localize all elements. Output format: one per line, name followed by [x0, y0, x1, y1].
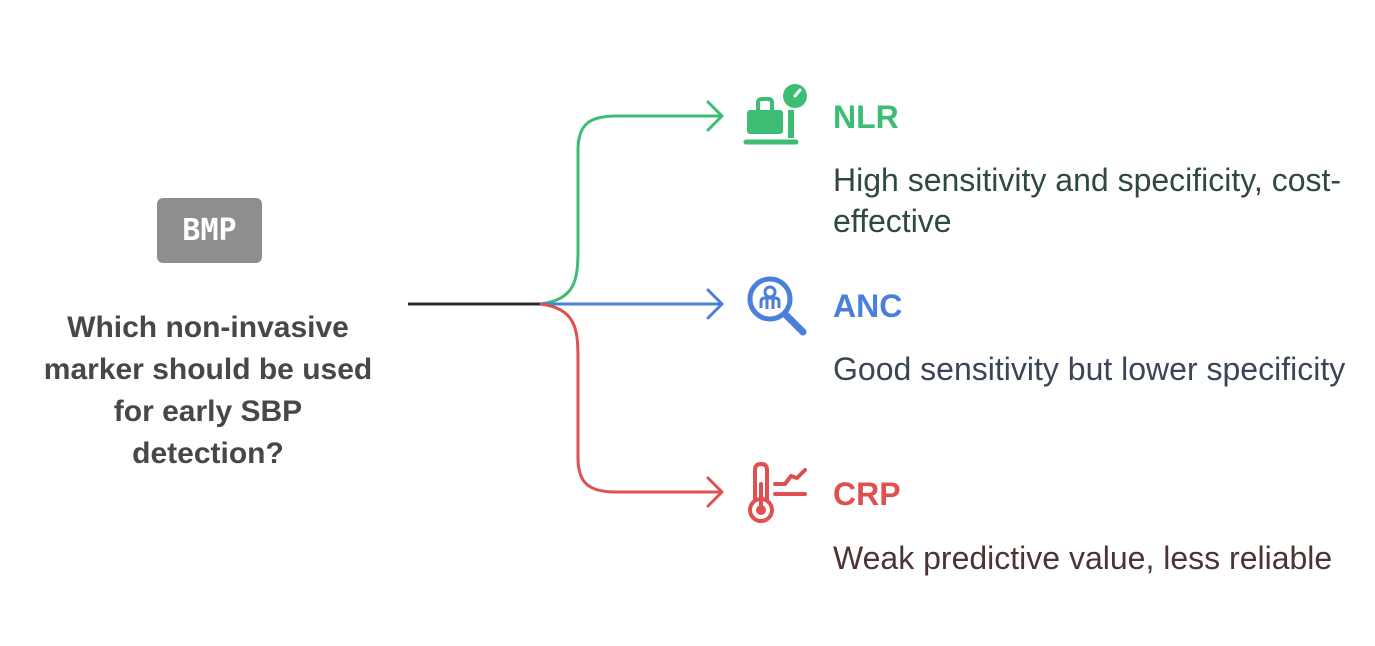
option-description-crp: Weak predictive value, less reliable — [833, 540, 1333, 576]
magnifier-cells-icon — [747, 276, 807, 336]
thermometer-trend-icon — [748, 461, 807, 523]
option-description-nlr: High sensitivity and specificity, cost-e… — [833, 162, 1342, 239]
option-title-anc: ANC — [833, 288, 903, 324]
arrowhead-anc — [706, 288, 724, 320]
balance-scale-icon — [743, 84, 807, 145]
option-title-nlr: NLR — [833, 99, 899, 135]
bmp-badge: BMP — [157, 198, 262, 263]
central-question: Which non-invasive marker should be used… — [43, 311, 373, 470]
option-description-anc: Good sensitivity but lower specificity — [833, 351, 1346, 387]
branch-line-nlr — [539, 114, 722, 306]
arrowhead-nlr — [706, 100, 724, 132]
option-title-crp: CRP — [833, 476, 901, 512]
branch-line-crp — [539, 302, 722, 494]
arrowhead-crp — [706, 476, 724, 508]
